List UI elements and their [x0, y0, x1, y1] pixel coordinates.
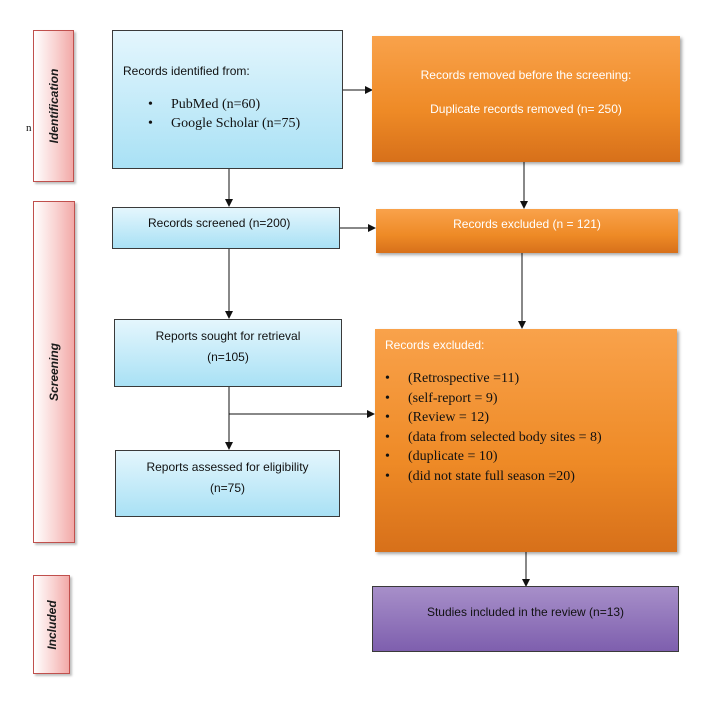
exclusion-reason: (Review = 12)	[385, 408, 602, 428]
stray-character: n	[26, 122, 32, 134]
records-excluded-text: Records excluded (n = 121)	[453, 217, 601, 231]
stage-identification: Identification	[33, 30, 74, 182]
exclusion-reason: (self-report = 9)	[385, 389, 602, 409]
reports-assessed-line2: (n=75)	[209, 481, 246, 495]
exclusion-reason: (did not state full season =20)	[385, 467, 602, 487]
reports-sought-line1: Reports sought for retrieval	[155, 329, 301, 343]
records-removed-title: Records removed before the screening:	[420, 68, 632, 82]
studies-included-box: Studies included in the review (n=13)	[372, 586, 679, 652]
exclusion-reason: (data from selected body sites = 8)	[385, 428, 602, 448]
exclusion-reason: (Retrospective =11)	[385, 369, 602, 389]
reports-assessed-line1: Reports assessed for eligibility	[146, 460, 309, 474]
records-excluded-reasons-title: Records excluded:	[385, 338, 485, 352]
reports-assessed-box: Reports assessed for eligibility (n=75)	[115, 450, 340, 517]
stage-included: Included	[33, 575, 70, 674]
records-identified-title: Records identified from:	[123, 64, 250, 78]
stage-screening-label: Screening	[47, 342, 61, 402]
source-item: PubMed (n=60)	[148, 95, 300, 114]
stage-screening: Screening	[33, 201, 75, 543]
records-identified-box: Records identified from: PubMed (n=60) G…	[112, 30, 343, 169]
reports-sought-box: Reports sought for retrieval (n=105)	[114, 319, 342, 387]
records-screened-text: Records screened (n=200)	[148, 216, 291, 230]
records-identified-list: PubMed (n=60) Google Scholar (n=75)	[148, 95, 300, 133]
reports-sought-line2: (n=105)	[207, 350, 249, 364]
records-removed-detail: Duplicate records removed (n= 250)	[430, 102, 622, 116]
stage-identification-label: Identification	[46, 68, 61, 144]
records-excluded-box: Records excluded (n = 121)	[376, 209, 678, 253]
stage-included-label: Included	[44, 599, 59, 650]
records-screened-box: Records screened (n=200)	[112, 207, 340, 249]
exclusion-reasons-list: (Retrospective =11) (self-report = 9) (R…	[385, 369, 602, 486]
records-excluded-reasons-box: Records excluded: (Retrospective =11) (s…	[375, 329, 677, 552]
studies-included-text: Studies included in the review (n=13)	[426, 605, 625, 619]
exclusion-reason: (duplicate = 10)	[385, 447, 602, 467]
records-removed-box: Records removed before the screening: Du…	[372, 36, 680, 162]
source-item: Google Scholar (n=75)	[148, 114, 300, 133]
